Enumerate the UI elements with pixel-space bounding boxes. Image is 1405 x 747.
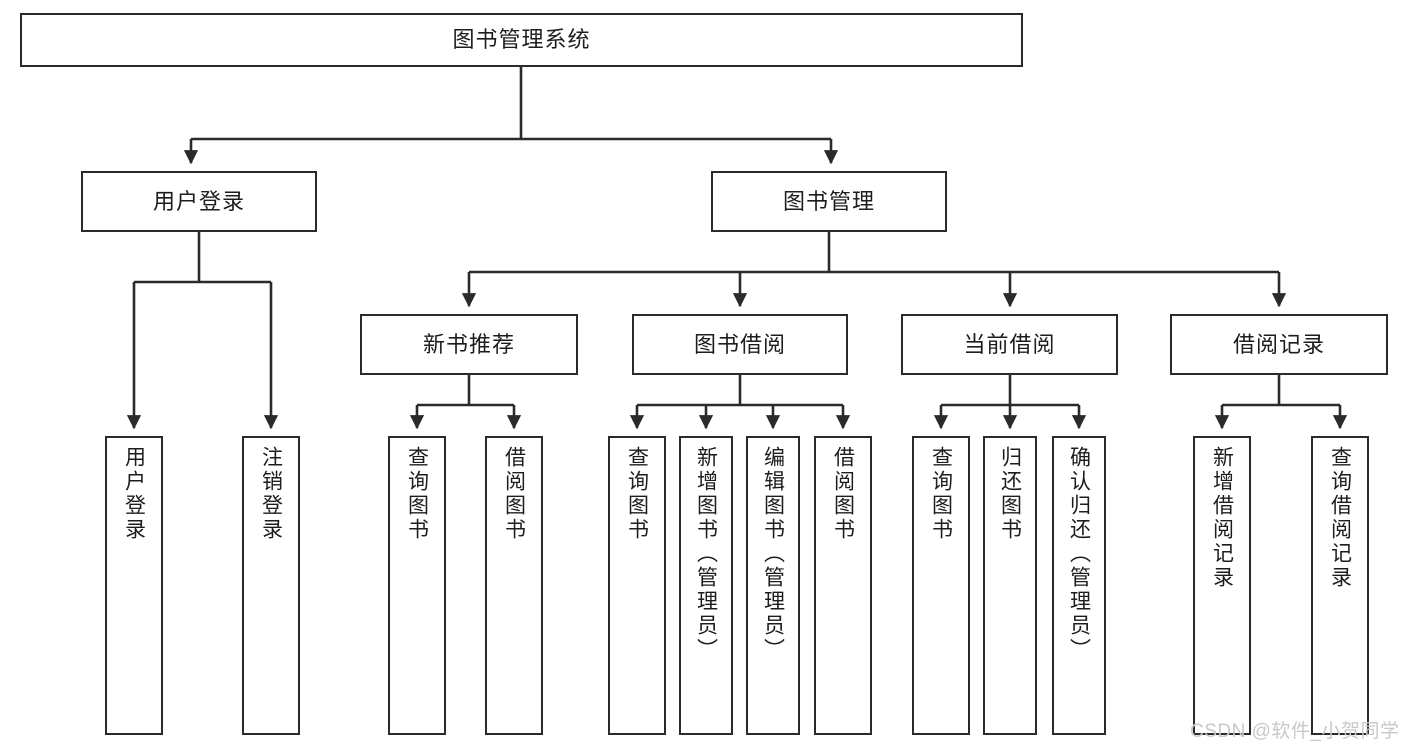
node-label: 查询图书 <box>929 446 953 542</box>
node-label: 借阅图书 <box>831 446 855 542</box>
node-label: 图书管理系统 <box>452 27 591 53</box>
leaf-edit-book-admin[interactable]: 编辑图书（管理员） <box>746 436 800 735</box>
node-book-borrow[interactable]: 图书借阅 <box>632 314 848 375</box>
node-label: 用户登录 <box>152 188 245 214</box>
node-label: 图书管理 <box>782 188 875 214</box>
node-label: 借阅记录 <box>1232 331 1325 357</box>
node-borrow-record[interactable]: 借阅记录 <box>1170 314 1388 375</box>
node-label: 新增借阅记录 <box>1210 446 1234 590</box>
node-root-system[interactable]: 图书管理系统 <box>20 13 1023 67</box>
node-label: 用户登录 <box>122 446 146 542</box>
node-new-book-recommend[interactable]: 新书推荐 <box>360 314 578 375</box>
watermark-credit: CSDN @软件_小贺同学 <box>1190 721 1400 742</box>
leaf-borrow-book-recommend[interactable]: 借阅图书 <box>485 436 543 735</box>
node-label: 新书推荐 <box>422 331 515 357</box>
node-label: 查询图书 <box>625 446 649 542</box>
node-label: 编辑图书（管理员） <box>761 446 785 662</box>
leaf-return-book[interactable]: 归还图书 <box>983 436 1037 735</box>
node-label: 新增图书（管理员） <box>694 446 718 662</box>
node-label: 当前借阅 <box>963 331 1056 357</box>
leaf-add-borrow-record[interactable]: 新增借阅记录 <box>1193 436 1251 735</box>
leaf-logout[interactable]: 注销登录 <box>242 436 300 735</box>
node-book-management[interactable]: 图书管理 <box>711 171 947 232</box>
leaf-query-book-borrow[interactable]: 查询图书 <box>608 436 666 735</box>
node-label: 图书借阅 <box>693 331 786 357</box>
node-label: 借阅图书 <box>502 446 526 542</box>
node-current-borrow[interactable]: 当前借阅 <box>901 314 1118 375</box>
leaf-query-book-recommend[interactable]: 查询图书 <box>388 436 446 735</box>
leaf-query-book-current[interactable]: 查询图书 <box>912 436 970 735</box>
leaf-borrow-book[interactable]: 借阅图书 <box>814 436 872 735</box>
leaf-query-borrow-record[interactable]: 查询借阅记录 <box>1311 436 1369 735</box>
node-label: 归还图书 <box>998 446 1022 542</box>
node-label: 注销登录 <box>259 446 283 542</box>
node-label: 查询图书 <box>405 446 429 542</box>
node-label: 确认归还（管理员） <box>1067 446 1091 662</box>
leaf-add-book-admin[interactable]: 新增图书（管理员） <box>679 436 733 735</box>
node-user-login[interactable]: 用户登录 <box>81 171 317 232</box>
node-label: 查询借阅记录 <box>1328 446 1352 590</box>
leaf-confirm-return-admin[interactable]: 确认归还（管理员） <box>1052 436 1106 735</box>
leaf-user-login[interactable]: 用户登录 <box>105 436 163 735</box>
